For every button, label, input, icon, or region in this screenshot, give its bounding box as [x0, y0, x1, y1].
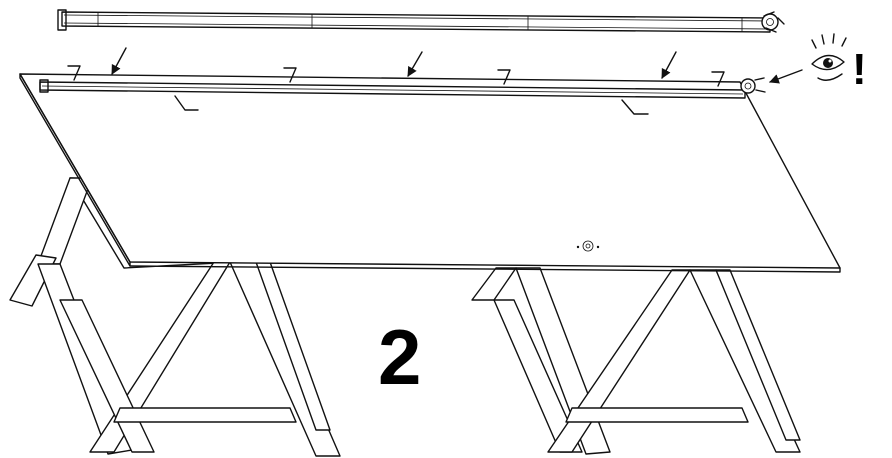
panel-rail-end-cap — [740, 77, 766, 94]
arrow-eye — [769, 69, 803, 84]
top-rail — [57, 9, 785, 33]
hook-2 — [283, 67, 297, 83]
sawhorse-right — [471, 267, 801, 455]
arrow-2 — [407, 51, 423, 77]
rail-end-cap — [761, 11, 785, 33]
attention-mark: ! — [852, 45, 867, 94]
hook-4 — [711, 71, 725, 87]
arrow-3 — [661, 51, 677, 79]
arrow-1 — [111, 47, 127, 75]
hook-3 — [497, 69, 511, 85]
grommet-hole — [576, 240, 600, 252]
hook-1 — [67, 65, 81, 81]
eye-icon — [811, 33, 847, 81]
step-number: 2 — [378, 313, 421, 401]
desk-panel — [19, 73, 841, 273]
